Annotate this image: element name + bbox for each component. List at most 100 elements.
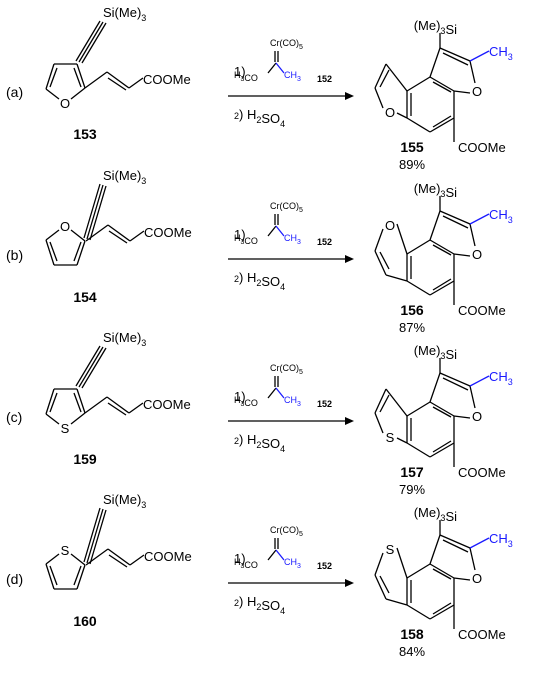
bond	[76, 388, 86, 414]
bond	[374, 412, 384, 434]
compound-number: 160	[73, 613, 97, 629]
bond	[81, 347, 107, 389]
product-methyl-label: CH3	[489, 44, 513, 62]
bond	[379, 575, 390, 594]
methoxy-label: H3CO	[234, 70, 258, 83]
bond	[406, 239, 431, 255]
bond	[439, 47, 471, 62]
product-ester-label: COOMe	[458, 140, 506, 155]
bond	[267, 387, 277, 399]
bond	[469, 375, 490, 387]
bond	[128, 77, 144, 89]
product-methyl-label: CH3	[489, 207, 513, 225]
bond	[107, 224, 131, 242]
reagent-number: 152	[317, 237, 332, 247]
bond	[86, 508, 104, 564]
bond	[432, 568, 452, 580]
bond	[396, 112, 408, 119]
bond	[439, 210, 471, 225]
bond	[429, 47, 441, 78]
bond	[385, 598, 408, 606]
bond	[45, 239, 55, 266]
bond	[429, 534, 441, 565]
reagent-methyl-label: CH3	[284, 233, 301, 246]
bond	[75, 20, 101, 62]
compound-number: 153	[73, 126, 97, 142]
bond	[406, 76, 431, 92]
yield-label: 87%	[399, 320, 425, 335]
bond	[45, 563, 55, 590]
product-number: 155	[400, 139, 424, 155]
heteroatom-label: S	[61, 421, 70, 436]
product-heteroatom-label: S	[386, 542, 395, 557]
bond	[432, 81, 452, 93]
row-label: (c)	[6, 409, 22, 425]
bond	[275, 549, 285, 561]
bond	[429, 401, 455, 417]
product-ester-label: COOMe	[458, 303, 506, 318]
step-one-label: 1)	[234, 64, 246, 79]
bond	[469, 223, 476, 247]
carbene-chromium-label: Cr(CO)5	[270, 201, 303, 214]
carbene-chromium-label: Cr(CO)5	[270, 38, 303, 51]
compound-number: 159	[73, 451, 97, 467]
bond	[432, 440, 452, 453]
bond	[84, 396, 108, 414]
product-heteroatom-label: O	[385, 105, 395, 120]
product-number: 157	[400, 464, 424, 480]
bond	[70, 412, 86, 425]
bond	[442, 539, 469, 553]
product-heteroatom-label: O	[385, 218, 395, 233]
bond	[469, 537, 490, 549]
silyl-group-label: Si(Me)3	[103, 330, 146, 348]
carbene-chromium-label: Cr(CO)5	[270, 363, 303, 376]
ester-label: COOMe	[143, 72, 191, 87]
product-ester-label: COOMe	[458, 627, 506, 642]
bond	[429, 76, 455, 92]
bond	[275, 62, 285, 74]
bond	[128, 402, 144, 414]
bond	[439, 534, 471, 549]
bond	[49, 565, 58, 586]
ester-label: COOMe	[144, 225, 192, 240]
bond	[429, 604, 455, 620]
step-two-label: 2) H2SO4	[234, 270, 285, 292]
bond	[70, 87, 86, 100]
bond	[106, 71, 130, 89]
step-one-label: 1)	[234, 551, 246, 566]
bond	[129, 554, 145, 566]
silyl-group-label: Si(Me)3	[103, 5, 146, 23]
heteroatom-label: O	[60, 96, 70, 111]
bond	[83, 183, 101, 239]
bond	[267, 549, 277, 561]
bond	[429, 117, 455, 133]
bond	[45, 63, 55, 90]
bond	[374, 228, 384, 252]
bond	[374, 250, 387, 276]
bond	[70, 229, 86, 242]
bond	[49, 67, 58, 88]
bond	[129, 230, 145, 242]
bond	[379, 394, 390, 413]
bond	[107, 548, 131, 566]
bond	[107, 77, 127, 91]
furan-oxygen-label: O	[472, 247, 482, 262]
bond	[76, 564, 86, 590]
bond	[453, 577, 471, 581]
bond	[85, 224, 109, 242]
bond	[108, 554, 128, 568]
bond	[45, 229, 60, 241]
arrowhead	[345, 579, 354, 587]
bond	[439, 372, 471, 387]
bond	[84, 71, 108, 89]
bond	[406, 280, 431, 296]
bond	[396, 547, 408, 579]
bond	[45, 553, 60, 565]
